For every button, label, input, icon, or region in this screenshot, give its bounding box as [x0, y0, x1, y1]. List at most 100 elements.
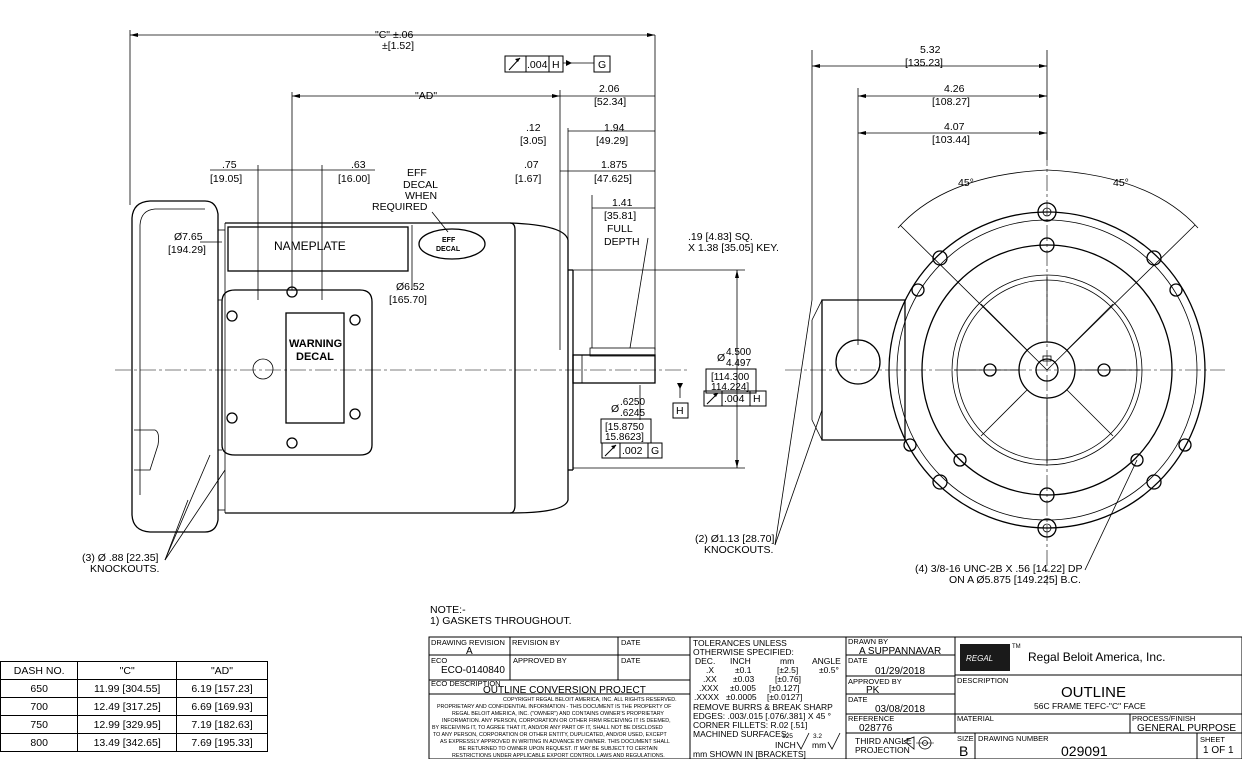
company-name: Regal Beloit America, Inc.	[1028, 650, 1165, 664]
process-value: GENERAL PURPOSE	[1137, 723, 1236, 734]
tol-dec-header: DEC.	[695, 656, 715, 666]
drawing-text: BY RECEIVING IT, TO AGREE THAT IT, AND/O…	[432, 725, 663, 731]
remove-burrs: REMOVE BURRS & BREAK SHARP	[693, 702, 833, 712]
warning-decal-1: WARNING	[289, 338, 342, 350]
tolerances-title-1: TOLERANCES UNLESS	[693, 638, 787, 648]
runout-arrow-icon	[508, 57, 521, 71]
datum-h: H	[676, 405, 684, 417]
bolt-note-1: (4) 3/8-16 UNC-2B X .56 [14.22] DP	[915, 563, 1083, 575]
mm-shown-in-brackets: mm SHOWN IN [BRACKETS]	[693, 749, 806, 759]
dim-4-26: 4.26	[944, 83, 965, 95]
machined-125: 125	[782, 733, 793, 740]
machined-inch: INCH	[775, 740, 796, 750]
third-angle-projection-icon	[903, 736, 934, 750]
dim-012-metric: [3.05]	[520, 135, 546, 147]
tolerances-title-2: OTHERWISE SPECIFIED:	[693, 647, 794, 657]
table-row: 700 12.49 [317.25] 6.69 [169.93]	[0, 697, 269, 716]
runout-arrow-icon	[604, 444, 617, 457]
material-label: MATERIAL	[957, 714, 994, 723]
description-label: DESCRIPTION	[957, 676, 1008, 685]
eff-note-3: WHEN	[405, 190, 437, 202]
date-label-3: DATE	[848, 656, 867, 665]
company-logo: REGAL	[960, 644, 1010, 671]
shaft-dia-hi: .6250	[620, 397, 645, 408]
drawing-text: REGAL BELOIT AMERICA, INC. ("OWNER") AND…	[452, 711, 664, 717]
size-value: B	[959, 743, 968, 759]
tol-inch-header: INCH	[730, 656, 751, 666]
shaft-dia-lo: .6245	[620, 408, 645, 419]
knockouts-3-line2: KNOCKOUTS.	[90, 563, 159, 575]
drawing-revision-label: DRAWING REVISION	[431, 638, 505, 647]
drawing-text: .XX	[703, 674, 717, 684]
nameplate-label: NAMEPLATE	[274, 239, 346, 253]
drawing-text: BE RETURNED TO OWNER UPON REQUEST. IT MA…	[459, 746, 658, 752]
machined-surfaces: MACHINED SURFACES:	[693, 729, 789, 739]
description-sub: 56C FRAME TEFC-"C" FACE	[1034, 701, 1146, 711]
edges-note: EDGES: .003/.015 [.076/.381] X 45 °	[693, 711, 831, 721]
table-row: 800 13.49 [342.65] 7.69 [195.33]	[0, 733, 269, 752]
angle-right: 45°	[1113, 177, 1129, 189]
drawing-text: ±0.03	[733, 674, 754, 684]
bolt-note-2: ON A Ø5.875 [149.225] B.C.	[949, 574, 1081, 586]
date-label-1: DATE	[621, 638, 640, 647]
runout-arrow-icon	[706, 392, 719, 405]
dim-depth: DEPTH	[604, 236, 640, 248]
dash-number-table: DASH NO. "C" "AD" 650 11.99 [304.55] 6.1…	[0, 661, 269, 752]
datum-g: G	[598, 59, 606, 71]
shaft-metric-hi: [15.8750	[605, 422, 644, 433]
dim-075: .75	[222, 159, 237, 171]
fcf3-datum: G	[651, 445, 659, 457]
dim-1-94-metric: [49.29]	[596, 135, 628, 147]
key-note-1: .19 [4.83] SQ.	[688, 231, 753, 243]
fcf3-value: .002	[622, 445, 643, 457]
copyright-notice: COPYRIGHT REGAL BELOIT AMERICA, INC. ALL…	[432, 697, 677, 759]
dim-063-metric: [16.00]	[338, 173, 370, 185]
pilot-dia-hi: 4.500	[726, 347, 751, 358]
fcf1-datum: H	[552, 59, 560, 71]
drawing-revision: A	[466, 646, 473, 657]
notes: NOTE:- 1) GASKETS THROUGHOUT.	[430, 604, 572, 627]
table-row: 650 11.99 [304.55] 6.19 [157.23]	[0, 679, 269, 698]
warning-decal-2: DECAL	[296, 351, 334, 363]
notes-line1: 1) GASKETS THROUGHOUT.	[430, 615, 572, 627]
pilot-metric-lo: 114.224]	[711, 382, 749, 393]
dim-full: FULL	[607, 223, 633, 235]
dim-1-41: 1.41	[612, 197, 633, 209]
dimension-labels: "C" ±.06 ±[1.52] "AD" .004 H G 2.06 [52.…	[82, 29, 1129, 586]
drawing-text: INFORMATION. ANY PERSON, CORPORATION OR …	[442, 718, 671, 724]
drawn-by-label: DRAWN BY	[848, 637, 888, 646]
dia-7-65: Ø7.65	[174, 231, 203, 243]
dim-063: .63	[351, 159, 366, 171]
dash-header-no: DASH NO.	[0, 661, 79, 680]
third-angle-1: THIRD ANGLE	[855, 736, 912, 746]
machined-mm: mm	[812, 740, 826, 750]
shaft-dia-symbol: Ø	[611, 403, 619, 415]
dash-header-ad: "AD"	[175, 661, 269, 680]
eff-note-4: REQUIRED	[372, 201, 428, 213]
dim-c: "C" ±.06	[375, 29, 413, 41]
surface-finish-check-icon	[796, 732, 841, 750]
description-title: OUTLINE	[1061, 684, 1126, 701]
drawn-by: A SUPPANNAVAR	[859, 646, 941, 657]
tol-angle-value: ±0.5°	[819, 665, 839, 675]
pilot-metric-hi: [114.300	[711, 372, 750, 383]
dim-4-07: 4.07	[944, 121, 965, 133]
size-label: SIZE	[957, 734, 974, 743]
drawing-text: .X	[706, 665, 714, 675]
drawing-text: RESTRICTIONS UNDER APPLICABLE EXPORT CON…	[452, 753, 665, 759]
approved-by-label-1: APPROVED BY	[513, 656, 567, 665]
dim-012: .12	[526, 122, 541, 134]
drawing-text: .XXX	[699, 683, 719, 693]
eco-label: ECO	[431, 656, 447, 665]
fcf2-datum: H	[753, 393, 761, 405]
eco-description-label: ECO DESCRIPTION	[431, 679, 501, 688]
date-label-4: DATE	[848, 695, 867, 704]
dia-7-65-metric: [194.29]	[168, 244, 206, 256]
machined-32: 3.2	[813, 733, 822, 740]
approved-by: PK	[866, 685, 880, 696]
drawing-text: COPYRIGHT REGAL BELOIT AMERICA, INC. ALL…	[503, 697, 677, 703]
eff-note-2: DECAL	[403, 179, 438, 191]
approved-date: 03/08/2018	[875, 704, 925, 715]
reference-label: REFERENCE	[848, 714, 894, 723]
